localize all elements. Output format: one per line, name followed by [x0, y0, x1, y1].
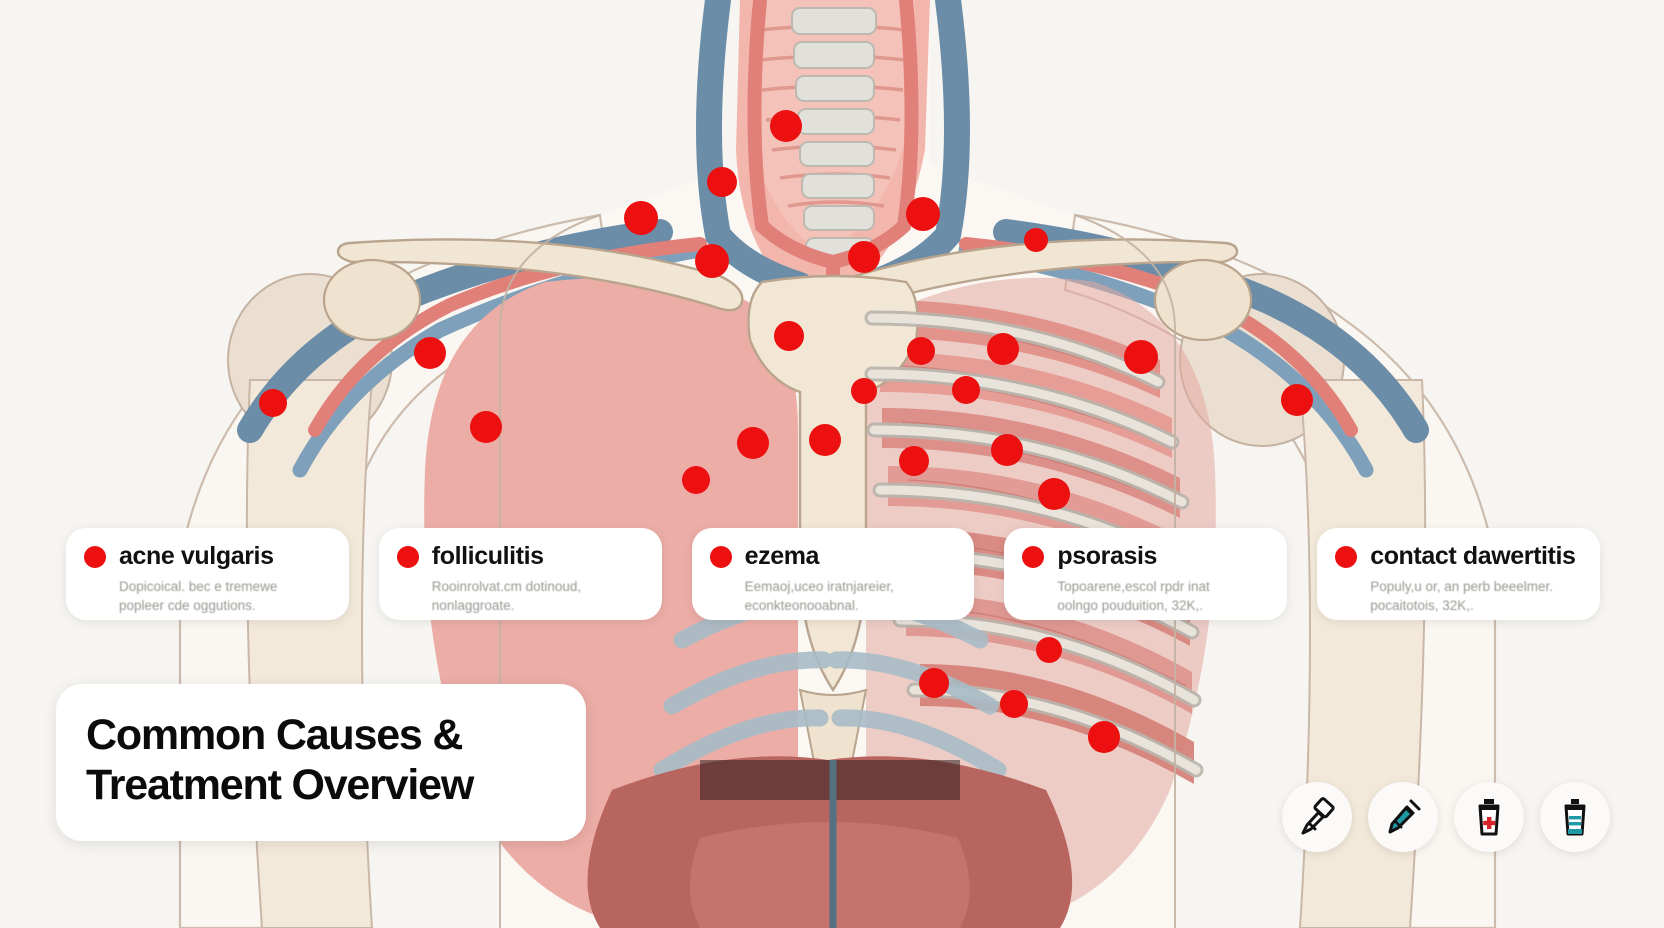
- lesion-marker[interactable]: [1000, 690, 1028, 718]
- legend-card-title: acne vulgaris: [119, 542, 274, 570]
- lesion-marker[interactable]: [1036, 637, 1062, 663]
- lesion-marker[interactable]: [1281, 384, 1313, 416]
- legend-dot-icon: [84, 545, 106, 568]
- lesion-marker[interactable]: [774, 321, 804, 351]
- legend-dot-icon: [396, 545, 419, 568]
- lesion-marker[interactable]: [952, 376, 980, 404]
- lesion-marker[interactable]: [682, 466, 710, 494]
- legend-card-header: psorasis: [1022, 542, 1267, 571]
- legend-card-description: Dopicoical. bec e tremewe popleer cde og…: [119, 579, 278, 613]
- legend-card-title: ezema: [744, 542, 820, 570]
- lesion-marker[interactable]: [987, 333, 1019, 365]
- legend-card-header: acne vulgaris: [84, 542, 329, 571]
- legend-card-header: contact dawertitis: [1335, 542, 1580, 571]
- lesion-marker[interactable]: [919, 668, 949, 698]
- lesion-marker[interactable]: [906, 197, 940, 231]
- lesion-marker[interactable]: [770, 110, 802, 142]
- lesion-marker[interactable]: [737, 427, 769, 459]
- lesion-marker[interactable]: [1038, 478, 1070, 510]
- legend-card-description: Topoarene,escol rpdr inat oolngo pouduit…: [1057, 579, 1210, 613]
- lesion-marker[interactable]: [907, 337, 935, 365]
- dropper-icon[interactable]: [1368, 782, 1438, 852]
- legend-card-header: ezema: [709, 542, 955, 571]
- legend-dot-icon: [1335, 545, 1358, 568]
- lesion-marker[interactable]: [1124, 340, 1158, 374]
- lesion-marker[interactable]: [1088, 721, 1120, 753]
- lesion-marker[interactable]: [809, 424, 841, 456]
- title-card: Common Causes & Treatment Overview: [56, 684, 586, 841]
- medicated-tube-icon[interactable]: [1540, 782, 1610, 852]
- legend-dot-icon: [1022, 545, 1045, 568]
- lesion-marker[interactable]: [851, 378, 877, 404]
- lesion-marker[interactable]: [899, 446, 929, 476]
- lesion-marker[interactable]: [991, 434, 1023, 466]
- legend-card-title: contact dawertitis: [1370, 542, 1576, 570]
- ointment-applicator-icon[interactable]: [1282, 782, 1352, 852]
- lesion-marker[interactable]: [624, 201, 658, 235]
- legend-card-title: folliculitis: [431, 542, 544, 570]
- lesion-marker[interactable]: [1024, 228, 1048, 252]
- treatment-icon-row: [1282, 782, 1610, 852]
- legend-card-title: psorasis: [1057, 542, 1158, 570]
- lesion-marker[interactable]: [695, 244, 729, 278]
- lesion-marker[interactable]: [414, 337, 446, 369]
- legend-dot-icon: [709, 545, 732, 568]
- legend-card-header: folliculitis: [396, 542, 642, 571]
- legend-card-description: Eemaoj,uceo iratnjareier, econkteonooabn…: [744, 579, 894, 613]
- legend-card-description: Populy,u or, an perb beeelmer. pocaitoto…: [1370, 579, 1554, 613]
- lesion-marker[interactable]: [470, 411, 502, 443]
- lesion-marker[interactable]: [707, 167, 737, 197]
- first-aid-cream-tube-icon[interactable]: [1454, 782, 1524, 852]
- lesion-marker[interactable]: [848, 241, 880, 273]
- lesion-marker[interactable]: [259, 389, 287, 417]
- page-title: Common Causes & Treatment Overview: [86, 711, 474, 810]
- legend-card-description: Rooinrolvat.cm dotinoud, nonlaggroate.: [431, 579, 582, 613]
